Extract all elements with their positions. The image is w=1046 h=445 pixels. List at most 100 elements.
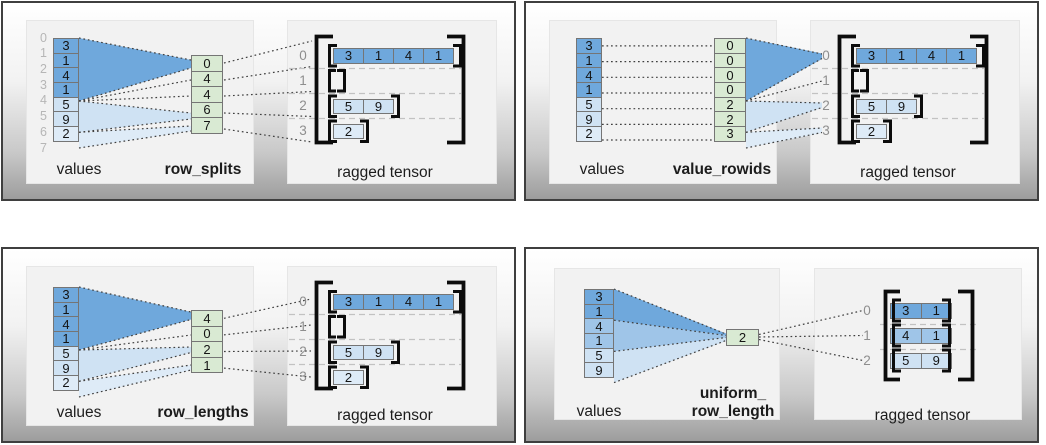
row-index-label: 0 bbox=[863, 303, 871, 318]
param-cell: 4 bbox=[191, 70, 223, 87]
ragged-cell: 1 bbox=[423, 294, 454, 310]
value-index-label: 7 bbox=[40, 140, 47, 155]
param-cell: 4 bbox=[191, 86, 223, 103]
param-label: value_rowids bbox=[672, 161, 772, 178]
param-label-line1: uniform_ bbox=[699, 385, 767, 402]
value-cell: 3 bbox=[53, 287, 79, 303]
ragged-row: 5 9 bbox=[856, 98, 917, 114]
row-index-label: 0 bbox=[299, 48, 307, 63]
value-index-label: 0 bbox=[40, 30, 47, 45]
ragged-cell: 1 bbox=[886, 48, 917, 64]
param-cell: 0 bbox=[714, 38, 746, 54]
ragged-cell: 1 bbox=[363, 294, 394, 310]
value-cell: 9 bbox=[576, 111, 602, 128]
values-column: 3 1 4 1 5 9 bbox=[584, 289, 614, 379]
ragged-tensor-label: ragged tensor bbox=[337, 164, 433, 181]
value-cell: 1 bbox=[53, 331, 79, 347]
value-cell: 5 bbox=[53, 345, 79, 362]
value-rowids-column: 0 0 0 0 2 2 3 bbox=[714, 38, 746, 142]
param-cell: 7 bbox=[191, 117, 223, 134]
value-cell: 5 bbox=[53, 96, 79, 113]
value-index-label: 6 bbox=[40, 124, 47, 139]
param-label: row_splits bbox=[164, 161, 242, 178]
ragged-cell: 9 bbox=[363, 344, 394, 360]
ragged-cell: 3 bbox=[333, 48, 364, 64]
param-cell: 6 bbox=[191, 101, 223, 118]
panel-row-lengths: 3 1 4 1 5 9 2 4 0 2 1 0 1 2 3 3 1 4 1 5 … bbox=[1, 247, 516, 443]
ragged-cell: 4 bbox=[393, 294, 424, 310]
value-cell: 1 bbox=[53, 52, 79, 69]
ragged-cell: 9 bbox=[886, 98, 917, 114]
values-label: values bbox=[579, 161, 625, 178]
ragged-tensor-label: ragged tensor bbox=[874, 407, 971, 424]
value-cell: 1 bbox=[53, 82, 79, 98]
row-index-label: 1 bbox=[299, 73, 307, 88]
value-index-label: 4 bbox=[40, 93, 47, 108]
ragged-cell: 3 bbox=[333, 294, 364, 310]
value-cell: 1 bbox=[584, 333, 614, 349]
ragged-cell: 1 bbox=[920, 327, 952, 344]
row-index-label: 1 bbox=[863, 328, 871, 343]
value-cell: 5 bbox=[584, 347, 614, 364]
ragged-cell: 4 bbox=[393, 48, 424, 64]
row-index-label: 3 bbox=[299, 123, 307, 138]
ragged-cell: 5 bbox=[333, 98, 364, 114]
param-label: row_lengths bbox=[157, 404, 249, 421]
param-cell: 2 bbox=[191, 341, 223, 358]
ragged-cell: 1 bbox=[363, 48, 394, 64]
value-cell: 3 bbox=[584, 289, 614, 305]
ragged-tensor-label: ragged tensor bbox=[337, 407, 433, 424]
row-index-label: 1 bbox=[299, 319, 307, 334]
value-cell: 1 bbox=[584, 303, 614, 320]
ragged-row: 3 1 4 1 bbox=[333, 294, 454, 310]
value-index-label: 3 bbox=[40, 77, 47, 92]
value-cell: 2 bbox=[53, 126, 79, 142]
row-index-label: 0 bbox=[299, 294, 307, 309]
ragged-row: 3 1 bbox=[890, 302, 952, 319]
row-splits-column: 0 4 4 6 7 bbox=[191, 55, 223, 134]
row-index-label: 3 bbox=[822, 123, 830, 138]
value-cell: 9 bbox=[53, 111, 79, 128]
values-column: 3 1 4 1 5 9 2 bbox=[53, 38, 79, 142]
param-cell: 1 bbox=[191, 356, 223, 374]
ragged-row: 2 bbox=[856, 123, 887, 139]
ragged-tensor-label: ragged tensor bbox=[860, 164, 956, 181]
panel-uniform-row-length: 3 1 4 1 5 9 2 0 1 2 3 1 4 1 5 9 values u… bbox=[524, 247, 1039, 443]
value-cell: 9 bbox=[53, 360, 79, 377]
row-index-label: 1 bbox=[822, 73, 830, 88]
ragged-cell: 1 bbox=[920, 302, 952, 319]
row-index-label: 2 bbox=[299, 344, 307, 359]
param-cell: 2 bbox=[714, 96, 746, 113]
value-index-label: 1 bbox=[40, 46, 47, 61]
row-index-label: 0 bbox=[822, 48, 830, 63]
values-column: 3 1 4 1 5 9 2 bbox=[53, 287, 79, 391]
value-index-label: 5 bbox=[40, 109, 47, 124]
ragged-cell: 9 bbox=[920, 352, 952, 369]
ragged-cell: 1 bbox=[946, 48, 977, 64]
ragged-cell: 4 bbox=[916, 48, 947, 64]
value-cell: 5 bbox=[576, 96, 602, 113]
ragged-row: 5 9 bbox=[890, 352, 952, 369]
value-cell: 2 bbox=[576, 126, 602, 142]
value-index-label: 2 bbox=[40, 61, 47, 76]
param-cell: 0 bbox=[191, 55, 223, 72]
values-column: 3 1 4 1 5 9 2 bbox=[576, 38, 602, 142]
uniform-row-length-cell: 2 bbox=[726, 329, 759, 346]
value-cell: 3 bbox=[53, 38, 79, 54]
ragged-row: 5 9 bbox=[333, 98, 394, 114]
value-cell: 1 bbox=[53, 301, 79, 318]
ragged-cell: 2 bbox=[333, 123, 364, 139]
value-cell: 4 bbox=[53, 316, 79, 333]
param-cell: 0 bbox=[714, 67, 746, 84]
ragged-cell: 3 bbox=[856, 48, 887, 64]
ragged-tensor-panel bbox=[814, 268, 1022, 420]
param-cell: 4 bbox=[191, 310, 223, 327]
panel-value-rowids: 3 1 4 1 5 9 2 0 0 0 0 2 2 3 0 1 2 3 3 1 … bbox=[524, 1, 1039, 201]
values-label: values bbox=[56, 404, 102, 421]
value-cell: 4 bbox=[53, 67, 79, 84]
value-cell: 9 bbox=[584, 362, 614, 379]
ragged-cell: 5 bbox=[333, 344, 364, 360]
row-lengths-column: 4 0 2 1 bbox=[191, 310, 223, 374]
value-cell: 4 bbox=[584, 318, 614, 335]
